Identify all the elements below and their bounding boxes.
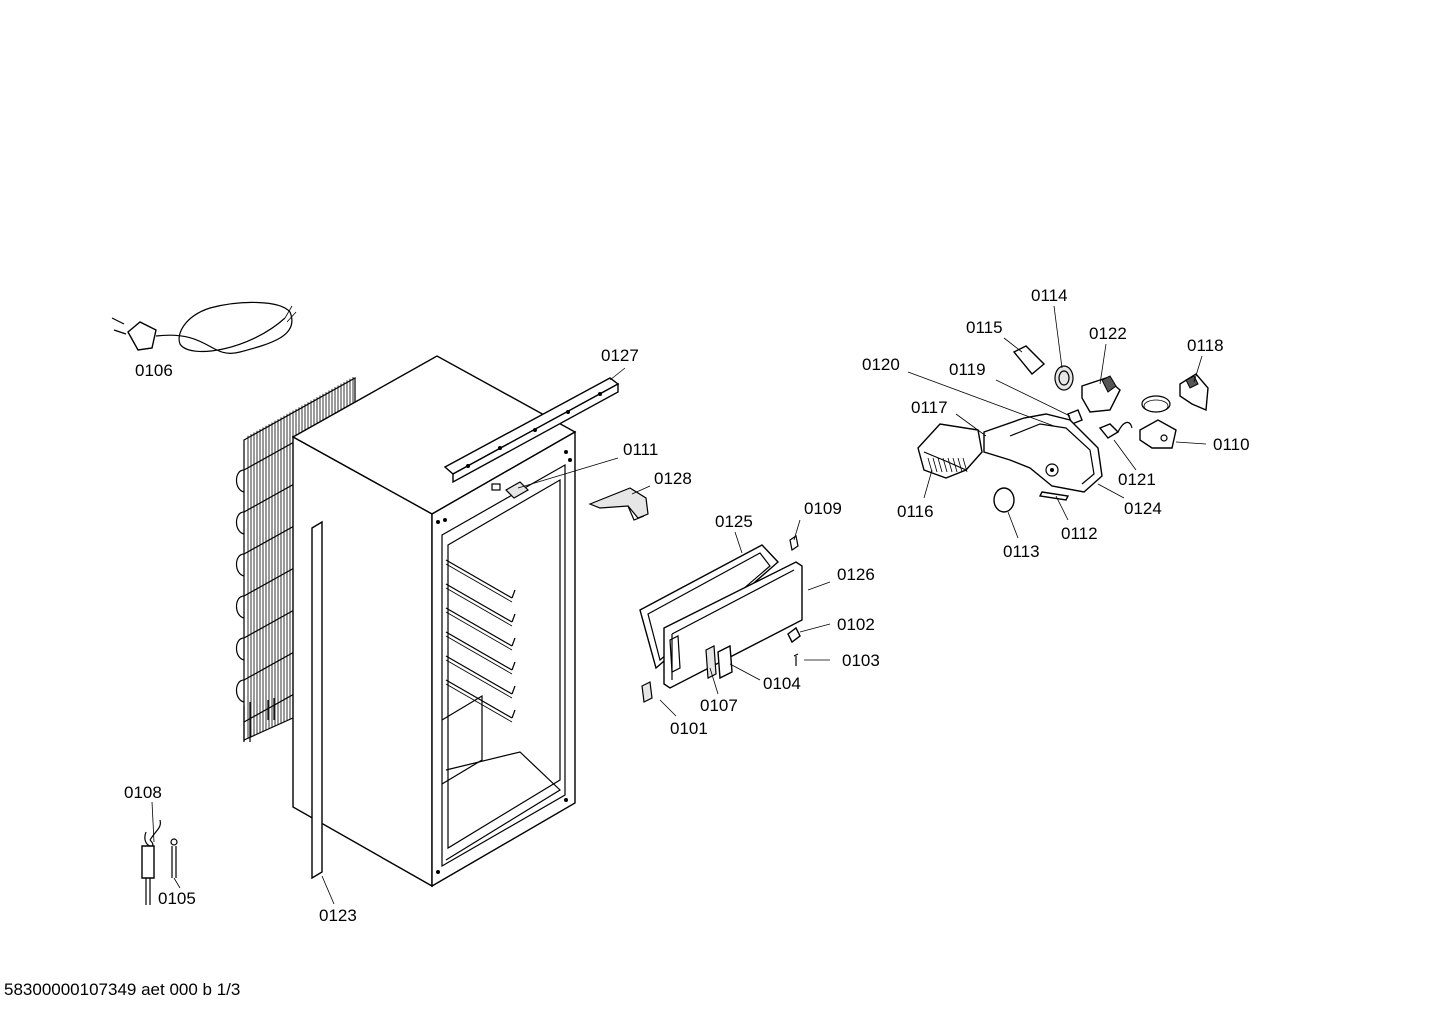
bracket-drawing (588, 487, 649, 521)
part-label-0117: 0117 (911, 398, 948, 417)
power-cord-drawing (111, 301, 297, 354)
door-seal-strip-drawing (311, 520, 323, 880)
cabinet-drawing (291, 355, 577, 888)
part-label-0114: 0114 (1031, 286, 1068, 305)
part-label-0120: 0120 (862, 355, 900, 374)
part-label-0118: 0118 (1187, 336, 1224, 355)
part-label-0127: 0127 (601, 346, 639, 365)
part-label-0126: 0126 (837, 565, 875, 584)
part-label-0115: 0115 (966, 318, 1003, 337)
top-bar-drawing (443, 377, 620, 484)
part-label-0121: 0121 (1118, 470, 1156, 489)
thermostat-sensor-drawing (141, 819, 178, 905)
control-assembly-drawing (917, 345, 1209, 513)
part-label-0110: 0110 (1213, 435, 1250, 454)
part-labels: 0106 0127 0111 0128 0125 0109 0126 0102 … (124, 286, 1250, 925)
leader-lines (151, 305, 1207, 905)
part-label-0125: 0125 (715, 512, 753, 531)
part-label-0103: 0103 (842, 651, 880, 670)
freezer-door-drawing (639, 535, 803, 703)
part-label-0104: 0104 (763, 674, 801, 693)
part-label-0113: 0113 (1003, 542, 1040, 561)
part-label-0109: 0109 (804, 499, 842, 518)
part-label-0102: 0102 (837, 615, 875, 634)
part-label-0112: 0112 (1061, 524, 1098, 543)
part-label-0106: 0106 (135, 361, 173, 380)
part-label-0116: 0116 (897, 502, 934, 521)
part-label-0107: 0107 (700, 696, 738, 715)
part-label-0124: 0124 (1124, 499, 1162, 518)
part-label-0101: 0101 (670, 719, 708, 738)
part-label-0123: 0123 (319, 906, 357, 925)
part-label-0105: 0105 (158, 889, 196, 908)
part-label-0128: 0128 (654, 469, 692, 488)
part-label-0122: 0122 (1089, 324, 1127, 343)
part-label-0108: 0108 (124, 783, 162, 802)
document-code: 58300000107349 aet 000 b 1/3 (4, 980, 241, 999)
part-label-0111: 0111 (623, 440, 658, 459)
part-label-0119: 0119 (949, 360, 986, 379)
